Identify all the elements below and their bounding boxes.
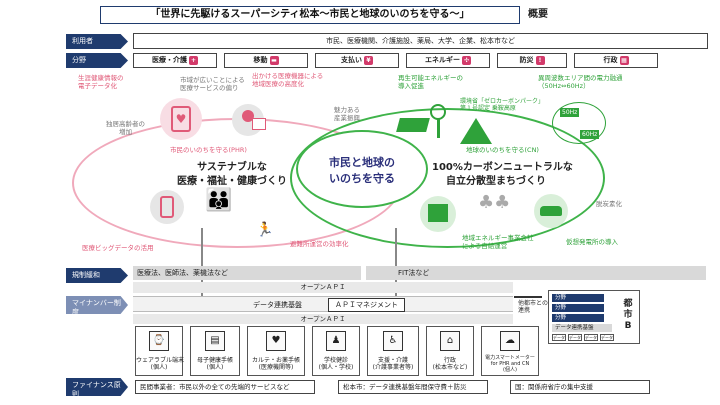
finance-city: 松本市：データ連携基盤年間保守費＋防災: [338, 380, 488, 394]
field-payment: 支払い¥: [315, 53, 399, 68]
car-icon: ▬: [269, 55, 279, 65]
frequency-exchange-icon: [552, 102, 606, 144]
data-platform-label: データ連携基盤: [253, 301, 302, 309]
city-b-data-3: データ: [584, 334, 598, 341]
left-title-2: 医療・福祉・健康づくり: [177, 176, 287, 187]
alert-icon: !: [535, 55, 545, 65]
tablet-heart-icon: [160, 98, 202, 140]
person-icon: ♟: [326, 331, 346, 351]
regulation-text: 医療法、医師法、薬機法など: [133, 266, 361, 280]
document-icon: ▦: [619, 55, 629, 65]
right-caption: 地球のいのちを守る(CN): [466, 146, 539, 154]
city-b-field-2: 分野: [552, 304, 604, 312]
city-b-platform: データ連携基盤: [552, 324, 612, 332]
note-energy-company: 地域エネルギー事業会社 による自給運営: [462, 234, 534, 250]
family-icon: 👪: [205, 188, 232, 213]
note-city: 市域が広いことによる 医療サービスの偏り: [180, 76, 245, 92]
mountain-icon: [460, 118, 492, 144]
plus-icon: +: [189, 55, 198, 65]
cloud-icon: ☁: [500, 331, 520, 351]
right-title-1: 100%カーボンニュートラルな: [432, 162, 573, 173]
note-decarbon: 脱炭素化: [596, 200, 622, 208]
link-arrow: [514, 296, 542, 298]
service-care-support: ♿支援・介護 (介護事業者等): [367, 326, 419, 376]
note-frequency: 異周波数エリア間の電力融通 （50Hz⇔60Hz）: [538, 74, 623, 90]
center-title-2: いのちを守る: [329, 172, 395, 185]
fan-icon: ✣: [462, 55, 471, 65]
watch-icon: ⌚: [149, 331, 169, 351]
city-b-field-3: 分野: [552, 314, 604, 322]
users-row-label: 利用者: [66, 34, 128, 49]
field-admin: 行政▦: [574, 53, 658, 68]
fields-row-label: 分野: [66, 53, 128, 68]
running-person-icon: 🏃: [256, 222, 274, 238]
city-b-label: 都市B: [623, 299, 633, 331]
connector-left: [201, 228, 203, 298]
finance-private: 民間事業者：市民以外の全ての先端的サービスなど: [135, 380, 315, 394]
service-administration: ⌂行政 (松本市など): [426, 326, 474, 376]
service-smart-meter: ☁電力スマートメーター for PHR and CN (個人): [481, 326, 539, 376]
center-title-1: 市民と地球の: [329, 156, 395, 169]
note-ehr: 生涯健康情報の 電子データ化: [78, 74, 124, 90]
center-ellipse: [296, 130, 428, 208]
service-maternal-handbook: ▤母子健康手帳 (個人): [190, 326, 240, 376]
note-bigdata: 医療ビッグデータの活用: [82, 244, 154, 252]
service-medical-records: ♥カルテ・お薬手帳 (医療機関等): [247, 326, 305, 376]
page-subtitle: 概要: [528, 9, 548, 20]
city-b-data-1: データ: [552, 334, 566, 341]
left-title-1: サステナブルな: [197, 162, 267, 173]
field-disaster: 防災!: [497, 53, 567, 68]
handbook-icon: ▤: [205, 331, 225, 351]
fit-text: FIT法など: [366, 266, 706, 280]
city-b-box: 分野 分野 分野 データ連携基盤 データ データ データ データ 都市B: [548, 290, 640, 344]
note-remote: 出かける医療機器による 地域医療の高度化: [252, 72, 324, 88]
open-api-bottom: オープンＡＰＩ: [133, 314, 513, 324]
mynumber-row-label: マイナンバー制度: [66, 296, 128, 314]
watch-illustration-icon: [150, 190, 184, 224]
field-medical: 医療・介護+: [133, 53, 217, 68]
yen-icon: ¥: [364, 55, 373, 65]
note-elderly: 独居高齢者の 増加: [106, 120, 145, 136]
note-shelter: 避難所運営の効率化: [290, 240, 349, 248]
hz60-label: 60Hz: [580, 130, 600, 139]
care-icon: ♿: [383, 331, 403, 351]
finance-national: 国：関係府省庁の集中支援: [510, 380, 650, 394]
service-wearable: ⌚ウェアラブル端末 (個人): [135, 326, 184, 376]
note-zero-carbon: 環境省「ゼロカーボンパーク」 第１号認定 乗鞍高原: [460, 98, 545, 112]
other-city-link-label: 他都市との 連携: [518, 300, 548, 314]
solar-wind-icon: [396, 96, 450, 140]
field-energy: エネルギー✣: [406, 53, 490, 68]
right-title-2: 自立分散型まちづくり: [446, 176, 546, 187]
note-renewable: 再生可能エネルギーの 導入促進: [398, 74, 463, 90]
right-ellipse: [290, 108, 605, 248]
left-caption: 市民のいのちを守る(PHR): [170, 146, 247, 154]
trees-icon: ♣♣: [478, 192, 511, 213]
open-api-top: オープンＡＰＩ: [133, 282, 513, 293]
service-school-checkup: ♟学校健診 (個人・学校): [312, 326, 360, 376]
city-b-field-1: 分野: [552, 294, 604, 302]
city-b-data-2: データ: [568, 334, 582, 341]
note-attractive: 魅力ある 産業振興: [334, 106, 360, 122]
page-title: 「世界に先駆けるスーパーシティ松本～市民と地球のいのちを守る～」: [100, 6, 520, 24]
hz50-label: 50Hz: [560, 108, 580, 117]
city-b-data-4: データ: [600, 334, 614, 341]
regulation-row-label: 規制緩和: [66, 268, 128, 283]
heart-hands-icon: ♥: [266, 331, 286, 351]
users-text: 市民、医療機関、介護施設、薬局、大学、企業、松本市など: [133, 33, 708, 49]
finance-row-label: ファイナンス原則: [66, 378, 128, 396]
api-management-box: ＡＰＩマネジメント: [328, 298, 405, 312]
field-mobility: 移動▬: [224, 53, 308, 68]
connector-right: [395, 228, 397, 298]
city-hall-icon: ⌂: [440, 331, 460, 351]
data-platform-band: データ連携基盤 ＡＰＩマネジメント: [133, 296, 513, 312]
note-vpp: 仮想発電所の導入: [566, 238, 618, 246]
